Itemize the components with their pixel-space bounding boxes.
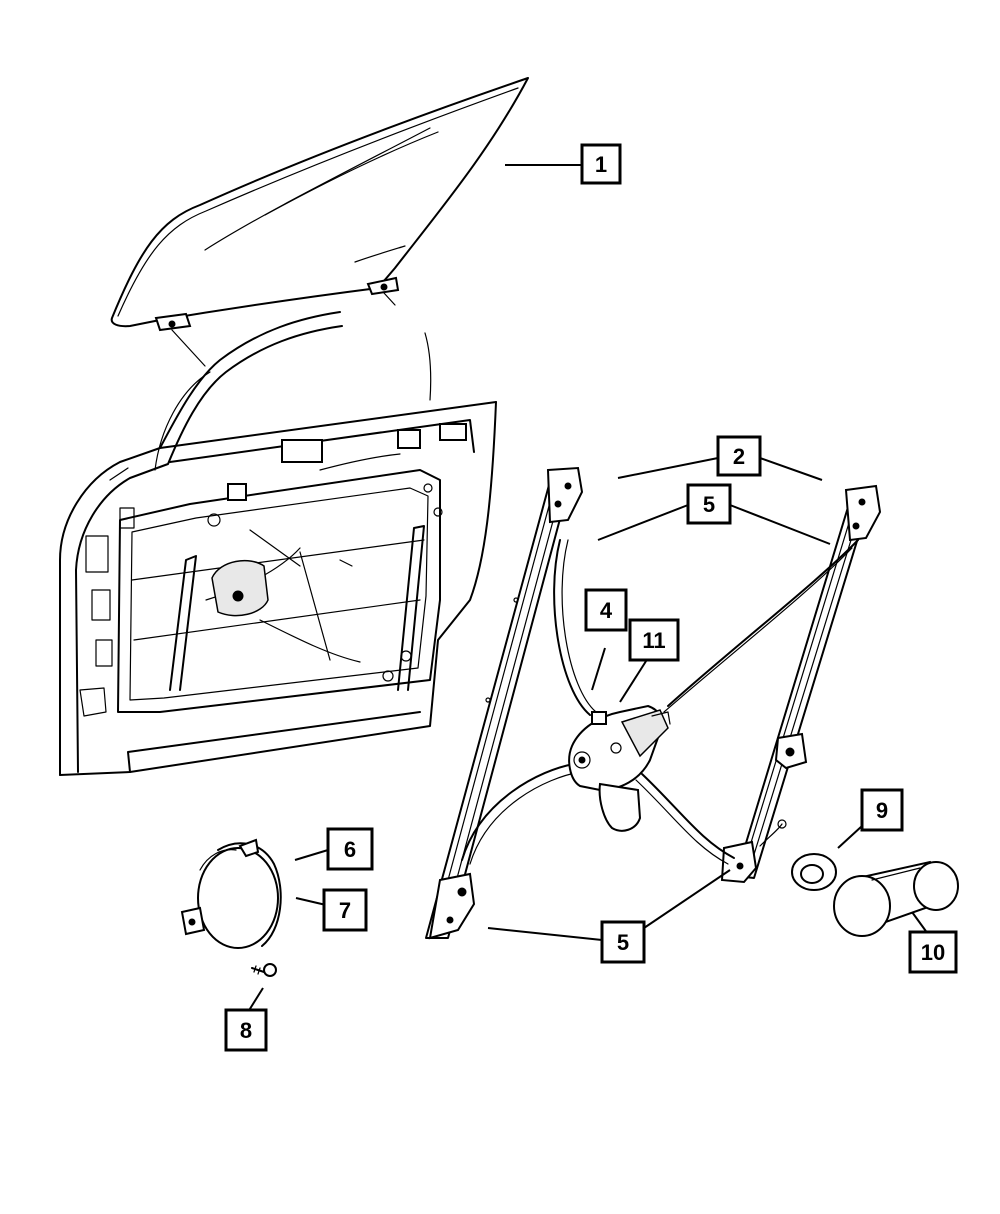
screw (251, 963, 277, 977)
callout-7-label: 7 (339, 898, 351, 923)
washer (791, 853, 837, 891)
window-regulator-front-rail (720, 484, 882, 884)
callout-10: 10 (908, 930, 958, 974)
window-regulator-rear-rail (425, 466, 584, 940)
callout-6: 6 (326, 827, 374, 871)
callout-10-label: 10 (921, 940, 945, 965)
callout-4: 4 (584, 588, 628, 632)
callout-11-label: 11 (642, 628, 665, 653)
callout-2-label: 2 (733, 444, 745, 469)
door-speaker (180, 838, 282, 949)
window-regulator-motor (568, 704, 671, 832)
callout-1-label: 1 (595, 152, 607, 177)
regulator-cables (461, 539, 859, 865)
callout-5-bottom-label: 5 (617, 930, 629, 955)
callout-8-label: 8 (240, 1018, 252, 1043)
leader-lines (247, 164, 929, 1013)
callout-5-top-label: 5 (703, 492, 715, 517)
callout-5-bottom: 5 (600, 920, 646, 964)
door-glass (110, 77, 529, 367)
callout-4-label: 4 (600, 598, 613, 623)
callout-7: 7 (322, 888, 368, 932)
callout-9-label: 9 (876, 798, 888, 823)
callout-8: 8 (224, 1008, 268, 1052)
callout-5-top: 5 (686, 483, 732, 525)
door-inner-panel (59, 311, 497, 776)
window-crank-handle (833, 860, 959, 937)
callout-6-label: 6 (344, 837, 356, 862)
callout-9: 9 (860, 788, 904, 832)
callout-1: 1 (580, 143, 622, 185)
callout-11: 11 (628, 618, 680, 662)
callout-2: 2 (716, 435, 762, 477)
